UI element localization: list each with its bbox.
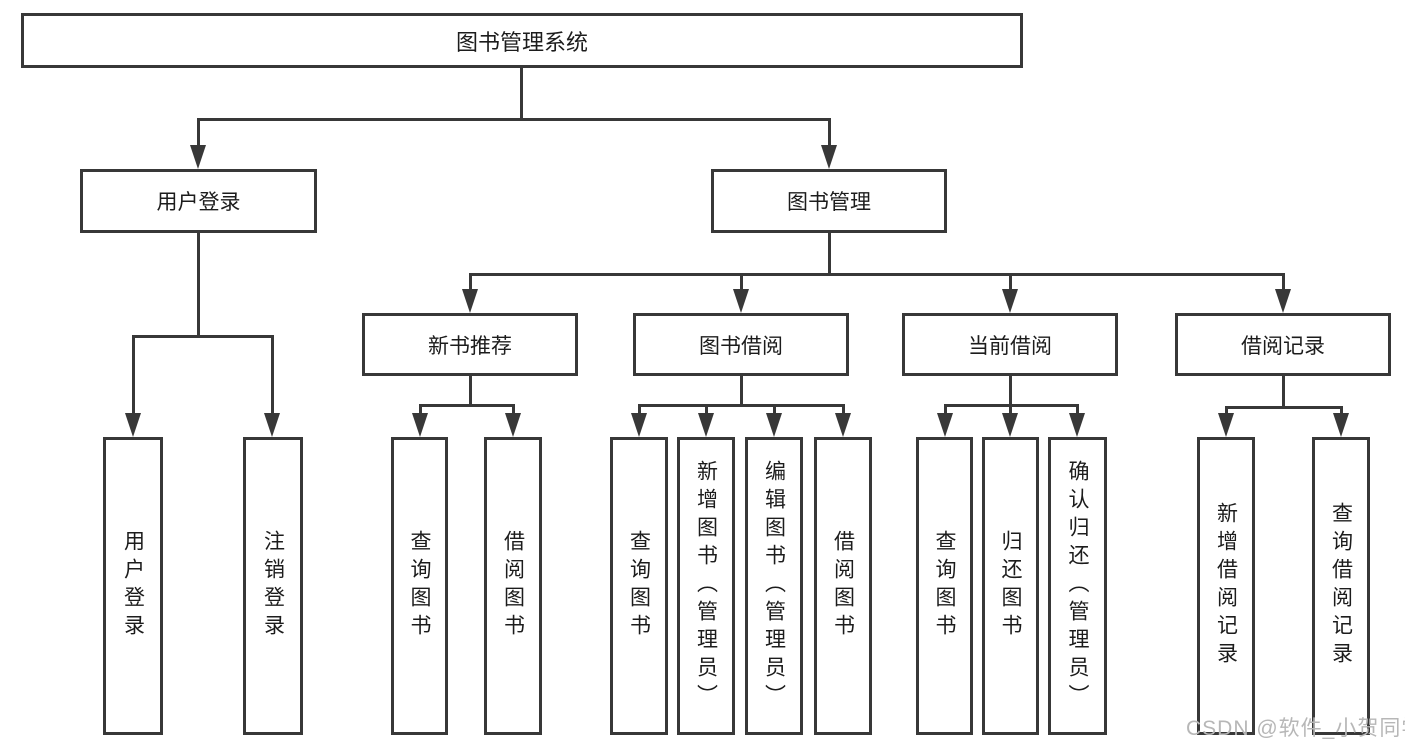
connector-line	[944, 404, 947, 417]
connector-line	[197, 118, 831, 121]
node-book-management-label: 图书管理	[787, 191, 871, 214]
node-current-borrowing-label: 当前借阅	[968, 334, 1052, 358]
connector-line	[740, 376, 743, 406]
connector-line	[419, 404, 515, 407]
arrow-down-icon	[631, 413, 647, 437]
node-leaf-query-borrow-record: 查询借阅记录	[1312, 437, 1370, 735]
arrow-down-icon	[1218, 413, 1234, 437]
node-leaf-borrowing-borrow-books-label: 借阅图书	[831, 530, 855, 642]
node-leaf-add-books-admin: 新增图书（管理员）	[677, 437, 735, 735]
node-new-book-recommend-label: 新书推荐	[428, 334, 512, 358]
node-leaf-logout-label: 注销登录	[261, 530, 285, 642]
arrow-down-icon	[937, 413, 953, 437]
arrow-down-icon	[1333, 413, 1349, 437]
node-leaf-recommend-query-books-label: 查询图书	[408, 530, 431, 642]
connector-line	[1225, 406, 1228, 417]
arrow-down-icon	[505, 413, 521, 437]
node-leaf-user-login: 用户登录	[103, 437, 163, 735]
arrow-down-icon	[412, 413, 428, 437]
node-leaf-logout: 注销登录	[243, 437, 303, 735]
connector-line	[1282, 273, 1285, 291]
arrow-down-icon	[1002, 289, 1018, 313]
node-leaf-return-books-label: 归还图书	[999, 530, 1022, 642]
node-leaf-confirm-return-admin: 确认归还（管理员）	[1048, 437, 1107, 735]
connector-line	[132, 335, 135, 417]
connector-line	[1225, 406, 1342, 409]
node-leaf-current-query-books-label: 查询图书	[933, 530, 956, 642]
connector-line	[1009, 376, 1012, 406]
node-book-management: 图书管理	[711, 169, 947, 233]
node-leaf-add-borrow-record: 新增借阅记录	[1197, 437, 1255, 735]
connector-line	[469, 273, 472, 291]
node-borrow-records-label: 借阅记录	[1241, 334, 1325, 358]
arrow-down-icon	[821, 145, 837, 169]
arrow-down-icon	[264, 413, 280, 437]
connector-line	[197, 233, 200, 335]
node-leaf-edit-books-admin-label: 编辑图书（管理员）	[762, 460, 786, 712]
arrow-down-icon	[1069, 413, 1085, 437]
node-leaf-confirm-return-admin-label: 确认归还（管理员）	[1066, 460, 1089, 712]
node-current-borrowing: 当前借阅	[902, 313, 1118, 376]
connector-line	[1009, 404, 1012, 417]
connector-line	[828, 233, 831, 273]
node-leaf-borrowing-query-books-label: 查询图书	[627, 530, 651, 642]
connector-line	[1009, 273, 1012, 291]
node-leaf-user-login-label: 用户登录	[121, 530, 145, 642]
connector-line	[740, 273, 743, 291]
node-leaf-recommend-borrow-books-label: 借阅图书	[501, 530, 525, 642]
arrow-down-icon	[733, 289, 749, 313]
connector-line	[520, 68, 523, 118]
connector-line	[197, 118, 200, 148]
node-leaf-borrowing-borrow-books: 借阅图书	[814, 437, 872, 735]
node-book-borrowing: 图书借阅	[633, 313, 849, 376]
node-library-system: 图书管理系统	[21, 13, 1023, 68]
node-leaf-edit-books-admin: 编辑图书（管理员）	[745, 437, 803, 735]
connector-line	[419, 404, 422, 417]
arrow-down-icon	[766, 413, 782, 437]
connector-line	[132, 335, 273, 338]
node-leaf-recommend-borrow-books: 借阅图书	[484, 437, 542, 735]
node-leaf-return-books: 归还图书	[982, 437, 1039, 735]
node-new-book-recommend: 新书推荐	[362, 313, 578, 376]
connector-line	[1340, 406, 1343, 417]
connector-line	[512, 404, 515, 417]
node-leaf-query-borrow-record-label: 查询借阅记录	[1329, 502, 1353, 670]
connector-line	[638, 404, 845, 407]
node-leaf-add-books-admin-label: 新增图书（管理员）	[694, 460, 718, 712]
node-book-borrowing-label: 图书借阅	[699, 334, 783, 358]
connector-line	[1282, 376, 1285, 407]
node-user-login-label: 用户登录	[156, 191, 241, 214]
arrow-down-icon	[1002, 413, 1018, 437]
node-library-system-label: 图书管理系统	[455, 29, 588, 55]
connector-line	[469, 376, 472, 406]
arrow-down-icon	[462, 289, 478, 313]
node-leaf-recommend-query-books: 查询图书	[391, 437, 448, 735]
arrow-down-icon	[1275, 289, 1291, 313]
connector-line	[271, 335, 274, 417]
arrow-down-icon	[125, 413, 141, 437]
connector-line	[828, 118, 831, 148]
connector-line	[1076, 404, 1079, 417]
node-leaf-add-borrow-record-label: 新增借阅记录	[1214, 502, 1238, 670]
connector-line	[842, 404, 845, 417]
csdn-watermark: CSDN @软件_小贺同学	[1186, 717, 1405, 740]
node-user-login: 用户登录	[80, 169, 317, 233]
arrow-down-icon	[835, 413, 851, 437]
connector-line	[773, 404, 776, 417]
connector-line	[638, 404, 641, 417]
node-leaf-borrowing-query-books: 查询图书	[610, 437, 668, 735]
arrow-down-icon	[190, 145, 206, 169]
node-borrow-records: 借阅记录	[1175, 313, 1391, 376]
node-leaf-current-query-books: 查询图书	[916, 437, 973, 735]
connector-line	[469, 273, 1285, 276]
arrow-down-icon	[698, 413, 714, 437]
connector-line	[705, 404, 708, 417]
